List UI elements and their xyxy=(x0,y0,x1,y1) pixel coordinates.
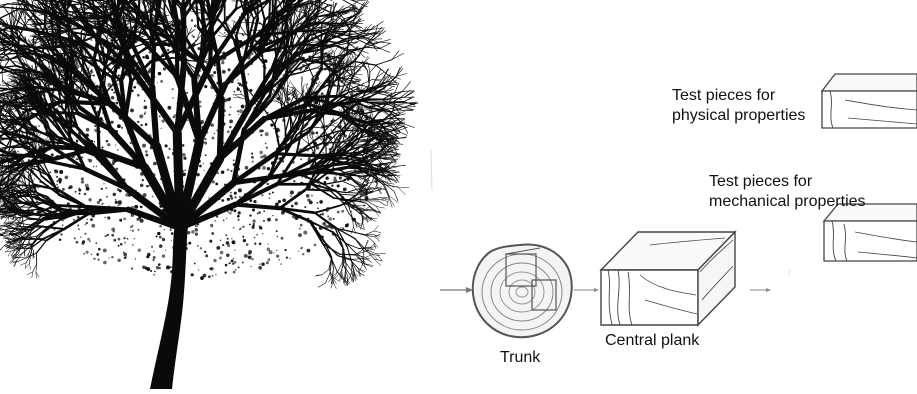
mechanical-test-piece xyxy=(824,204,917,261)
physical-label-line-1: Test pieces for xyxy=(672,86,805,106)
mechanical-label-line-2: mechanical properties xyxy=(709,192,866,212)
trunk-cross-section xyxy=(473,244,572,337)
tree-silhouette xyxy=(0,0,418,389)
input-arrow xyxy=(440,287,473,293)
physical-properties-label: Test pieces for physical properties xyxy=(672,86,805,126)
central-plank-label: Central plank xyxy=(605,331,699,351)
physical-label-line-2: physical properties xyxy=(672,106,805,126)
central-plank xyxy=(601,232,735,325)
tree-trunk xyxy=(150,225,188,389)
arrow-plank-to-pieces xyxy=(750,288,771,292)
mechanical-properties-label: Test pieces for mechanical properties xyxy=(709,172,866,212)
tree-branches xyxy=(0,0,418,289)
mechanical-label-line-1: Test pieces for xyxy=(709,172,866,192)
trunk-label: Trunk xyxy=(500,348,540,368)
physical-test-piece xyxy=(822,74,917,128)
arrow-trunk-to-plank xyxy=(574,288,599,292)
